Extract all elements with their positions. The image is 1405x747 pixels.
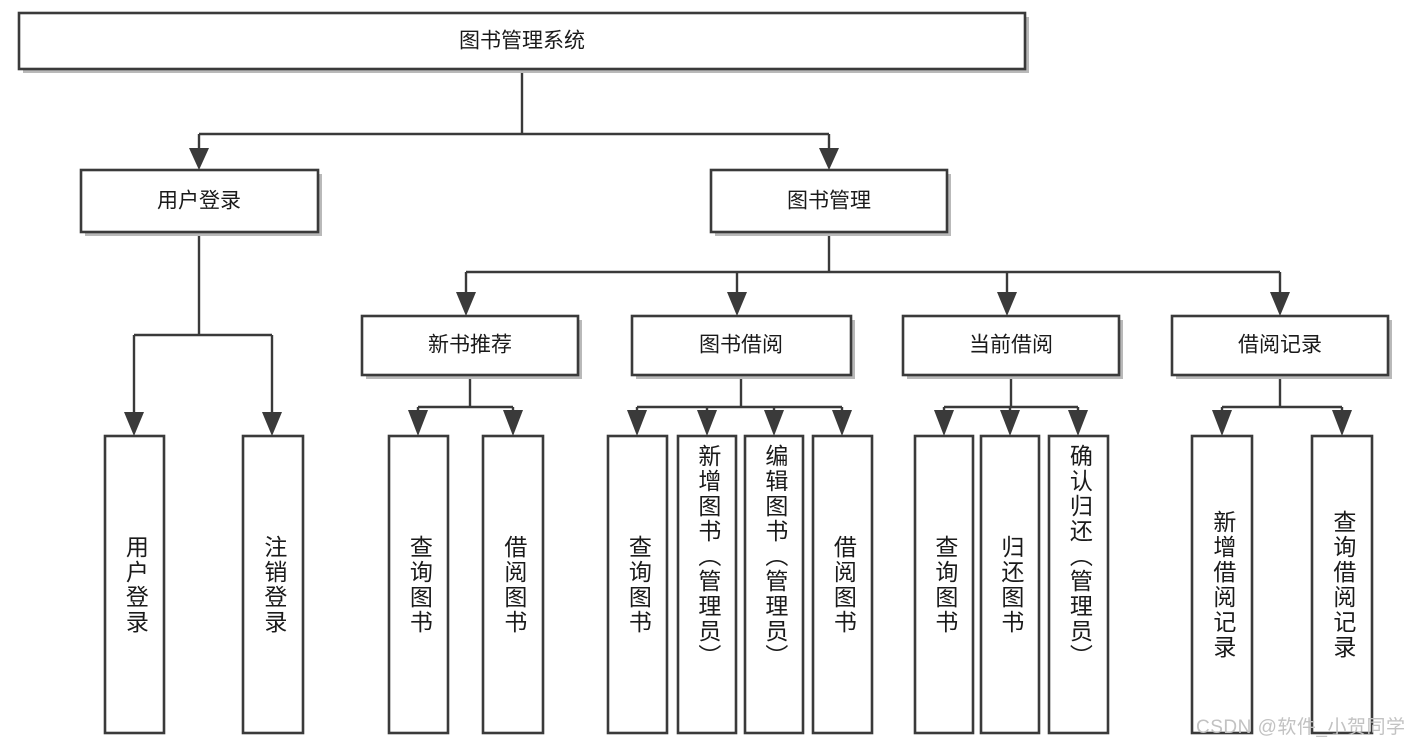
node-new-book-rec-box[interactable]	[360, 314, 580, 377]
connector-group-book-manage	[456, 232, 1290, 316]
arrow-head-leaf-borrow-book-2	[832, 410, 852, 436]
node-book-borrow[interactable]: 图书借阅	[630, 314, 855, 379]
connector-group-root	[189, 69, 839, 170]
arrow-head-leaf-query-book-3	[934, 410, 954, 436]
node-borrow-record-label: 借阅记录	[1238, 334, 1322, 357]
leaf-borrow-book-2-box[interactable]	[811, 434, 874, 735]
arrow-head-leaf-add-book	[697, 410, 717, 436]
watermark-label: CSDN @软件_小贺同学	[1196, 717, 1405, 738]
connector-group-book-borrow	[627, 375, 852, 436]
arrow-head-leaf-edit-book	[764, 410, 784, 436]
node-current-borrow[interactable]: 当前借阅	[901, 314, 1123, 379]
node-book-manage-box[interactable]	[709, 168, 949, 234]
connector-group-new-book-rec	[408, 375, 523, 436]
node-root-label: 图书管理系统	[459, 30, 585, 53]
node-book-borrow-box[interactable]	[630, 314, 853, 377]
arrow-head-leaf-add-record	[1212, 410, 1232, 436]
node-new-book-rec[interactable]: 新书推荐	[360, 314, 582, 379]
leaf-borrow-book-1-box[interactable]	[481, 434, 545, 735]
leaf-user-login-box[interactable]	[103, 434, 166, 735]
arrow-head-leaf-query-book-2	[627, 410, 647, 436]
leaf-add-record-box[interactable]	[1190, 434, 1254, 735]
node-root[interactable]: 图书管理系统	[17, 11, 1029, 73]
connector-group-user-login	[124, 232, 282, 436]
leaf-user-logout-box[interactable]	[241, 434, 305, 735]
arrow-head-user-login	[189, 148, 209, 170]
arrow-head-book-borrow	[727, 292, 747, 316]
arrow-head-leaf-borrow-book-1	[503, 410, 523, 436]
node-book-manage-label: 图书管理	[787, 190, 871, 213]
leaf-boxes	[103, 434, 1374, 735]
leaf-query-record-box[interactable]	[1310, 434, 1374, 735]
leaf-query-book-1-box[interactable]	[387, 434, 450, 735]
arrow-head-leaf-confirm-return	[1068, 410, 1088, 436]
node-root-box[interactable]	[17, 11, 1027, 71]
arrow-head-new-book-rec	[456, 292, 476, 316]
node-borrow-record[interactable]: 借阅记录	[1170, 314, 1392, 379]
arrow-head-leaf-user-login	[124, 412, 144, 436]
leaf-return-book-box[interactable]	[979, 434, 1041, 735]
arrow-head-current-borrow	[997, 292, 1017, 316]
node-book-manage[interactable]: 图书管理	[709, 168, 951, 236]
arrow-head-book-manage	[819, 148, 839, 170]
leaf-query-book-2-box[interactable]	[606, 434, 669, 735]
leaf-confirm-return-box[interactable]	[1047, 434, 1110, 735]
arrow-head-leaf-user-logout	[262, 412, 282, 436]
leaf-query-book-3-box[interactable]	[913, 434, 975, 735]
connector-group-borrow-record	[1212, 375, 1352, 436]
arrow-head-leaf-query-book-1	[408, 410, 428, 436]
node-borrow-record-box[interactable]	[1170, 314, 1390, 377]
node-user-login-box[interactable]	[79, 168, 320, 234]
connector-group-current-borrow	[934, 375, 1088, 436]
leaf-edit-book-box[interactable]	[743, 434, 805, 735]
node-user-login-label: 用户登录	[157, 190, 241, 213]
arrow-head-leaf-return-book	[1000, 410, 1020, 436]
arrow-head-leaf-query-record	[1332, 410, 1352, 436]
node-current-borrow-box[interactable]	[901, 314, 1121, 377]
node-book-borrow-label: 图书借阅	[699, 334, 783, 357]
leaf-add-book-box[interactable]	[676, 434, 738, 735]
node-user-login[interactable]: 用户登录	[79, 168, 322, 236]
node-current-borrow-label: 当前借阅	[969, 334, 1053, 357]
node-new-book-rec-label: 新书推荐	[428, 334, 512, 357]
arrow-head-borrow-record	[1270, 292, 1290, 316]
